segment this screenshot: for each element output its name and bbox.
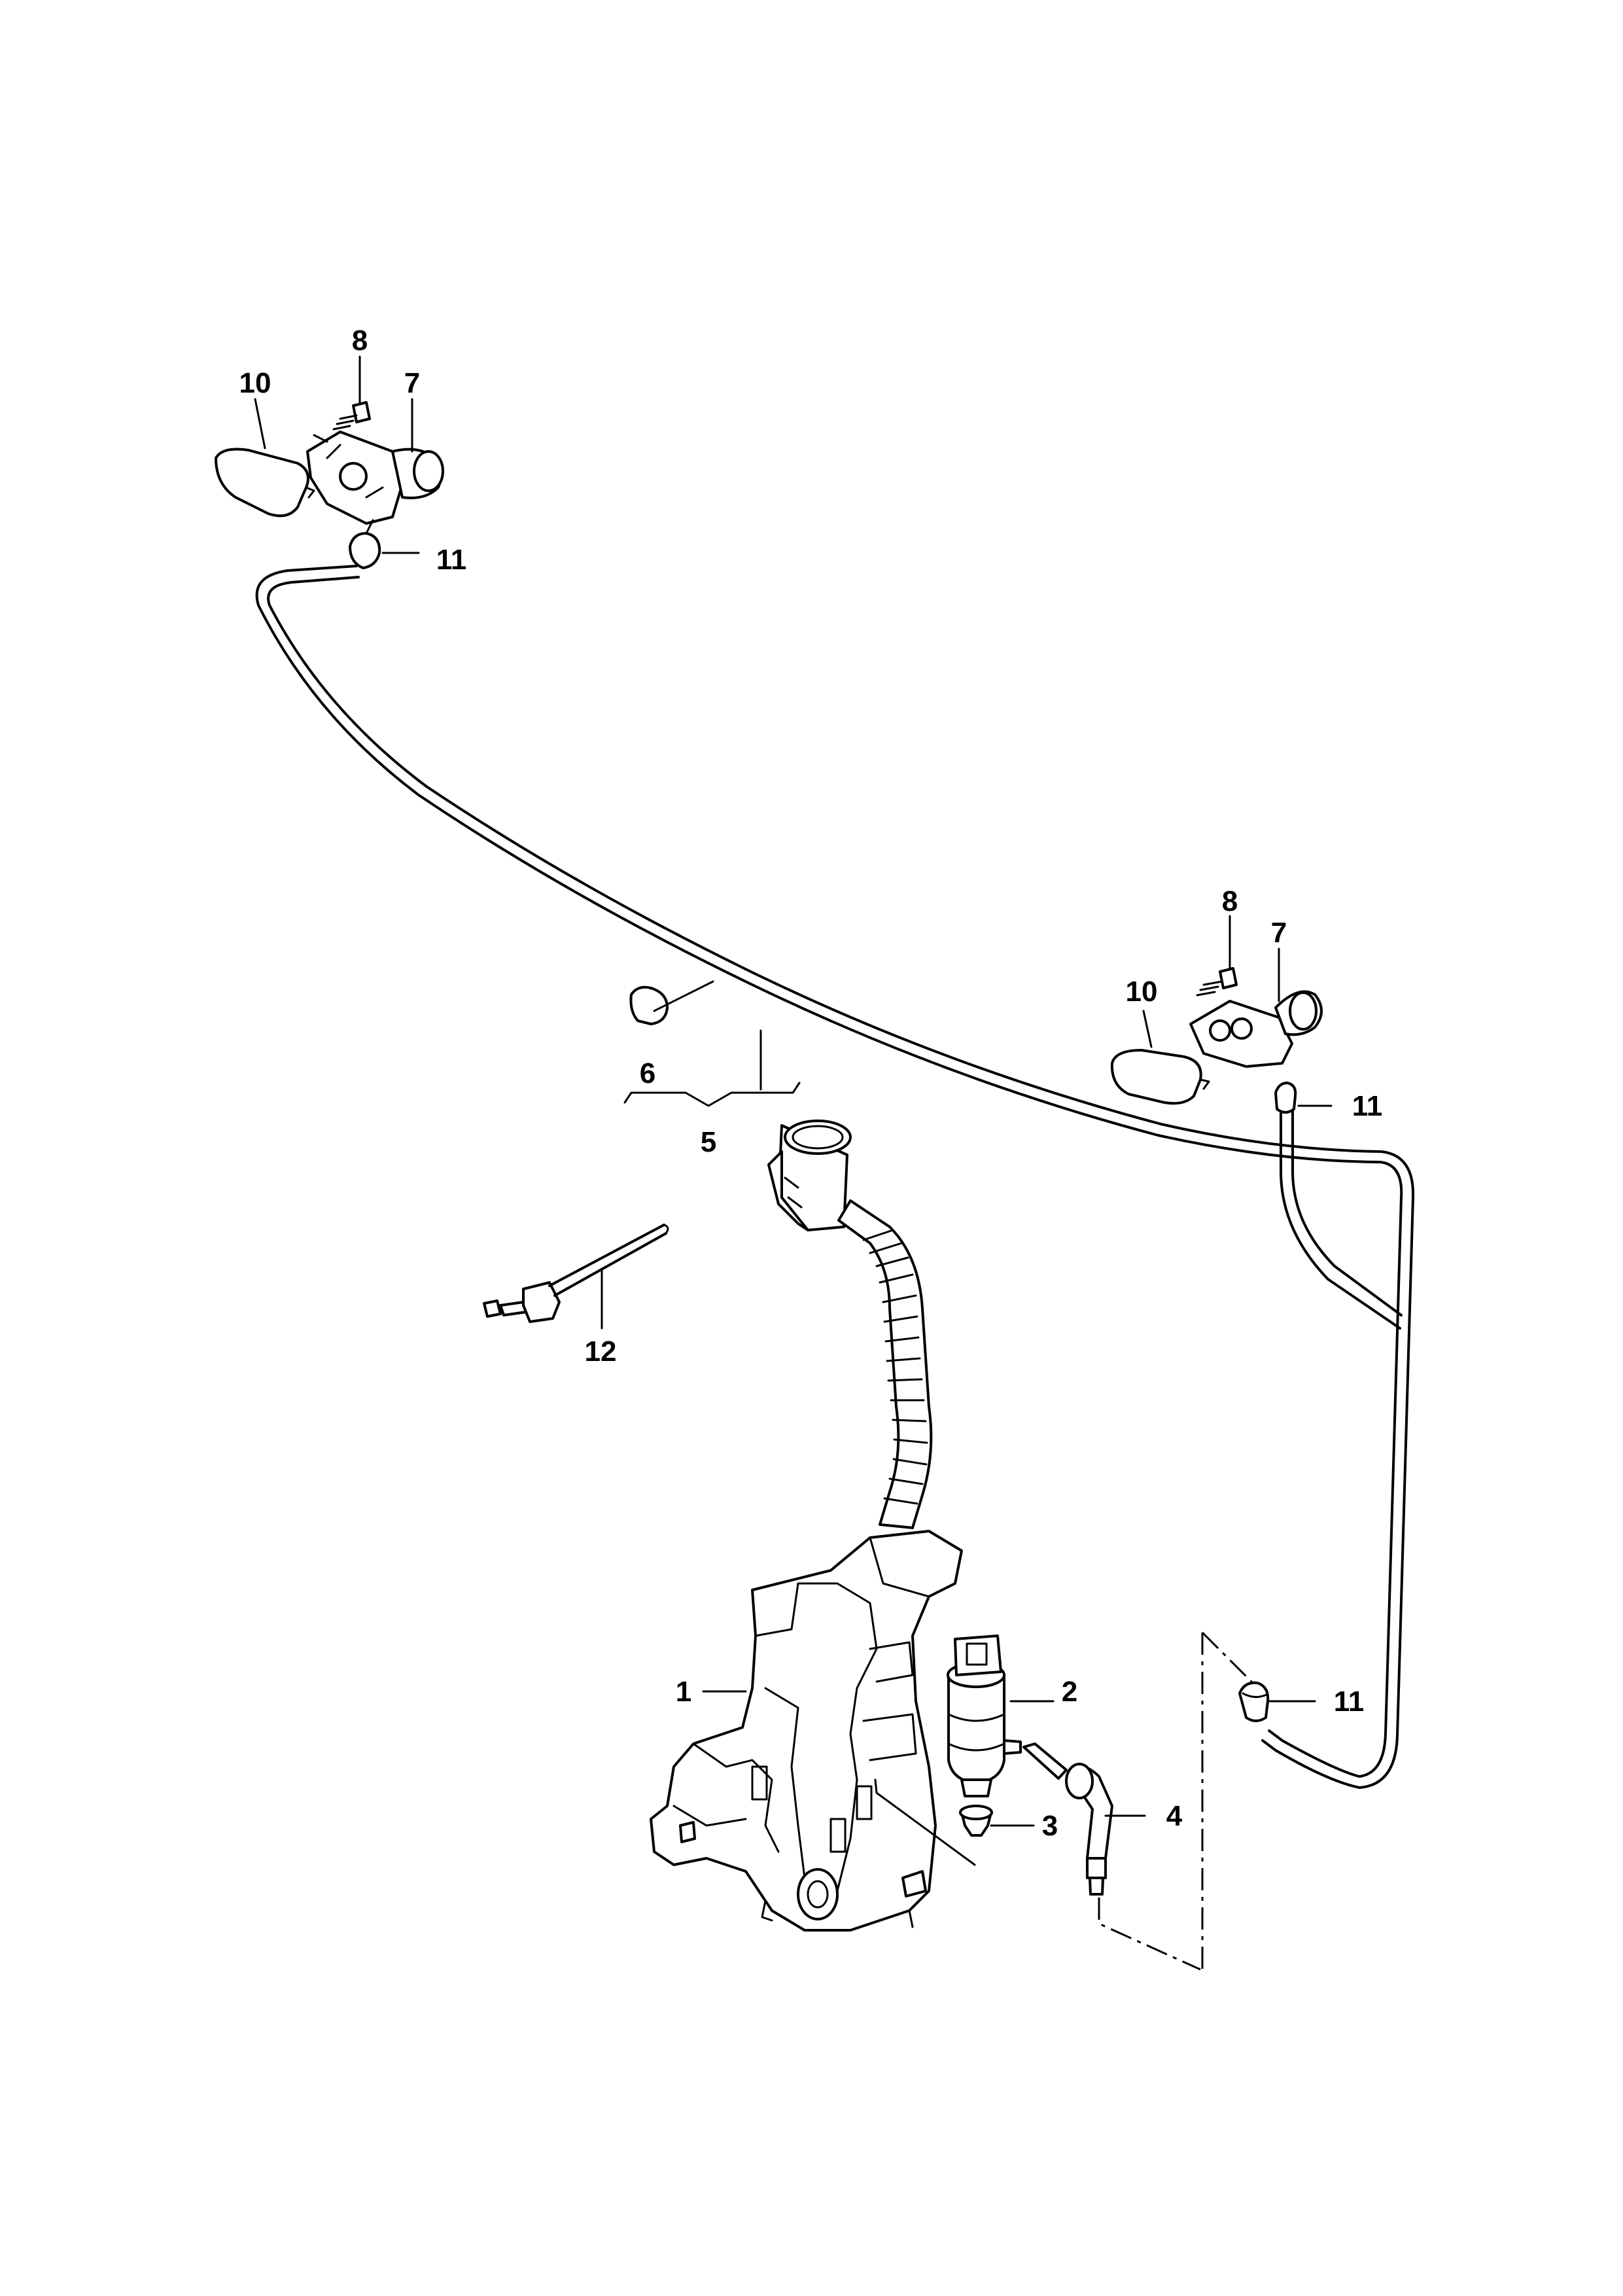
callout-8-left: 8: [352, 325, 368, 357]
callout-6: 6: [640, 1057, 655, 1089]
cable-tie: [483, 1224, 669, 1323]
callout-5: 5: [701, 1126, 716, 1158]
callout-labels: 8 10 7 11 8 7 10 11 6 5 12 1 2 11 3 4: [239, 325, 1383, 1842]
callout-2: 2: [1062, 1676, 1077, 1708]
callout-7-right: 7: [1271, 917, 1287, 949]
washer-reservoir: [650, 1120, 963, 1932]
nozzle-assembly-right: [1110, 967, 1323, 1114]
callout-10-left: 10: [239, 367, 271, 399]
callout-8-right: 8: [1222, 885, 1238, 917]
nozzle-assembly-left: [215, 401, 444, 569]
nozzle-cap-right: [1110, 1049, 1202, 1105]
washer-hose: [255, 565, 1415, 1789]
callout-3: 3: [1042, 1810, 1058, 1842]
hose-clip: [629, 985, 669, 1025]
nozzle-cap-left: [215, 448, 309, 518]
leader-lines: [254, 355, 1333, 1866]
callout-12: 12: [585, 1335, 617, 1368]
callout-7-left: 7: [404, 367, 420, 399]
screw-right: [1196, 967, 1238, 997]
screw-left: [332, 401, 371, 431]
callout-11-right-top: 11: [1352, 1090, 1383, 1122]
washer-pump: [947, 1634, 1022, 1797]
callout-11-right-bottom: 11: [1334, 1686, 1365, 1718]
callout-10-right: 10: [1126, 976, 1158, 1008]
routing-lines: [1098, 1631, 1256, 1971]
hose-connector-left-top: [349, 532, 381, 569]
callout-4: 4: [1166, 1800, 1183, 1832]
hose-connector-right-top: [1274, 1082, 1297, 1114]
hose-connector-elbow: [1022, 1742, 1113, 1896]
callout-11-left: 11: [436, 544, 467, 576]
hose-connector-right-bottom: [1238, 1681, 1270, 1722]
pump-grommet: [959, 1805, 993, 1837]
callout-1: 1: [676, 1676, 691, 1708]
